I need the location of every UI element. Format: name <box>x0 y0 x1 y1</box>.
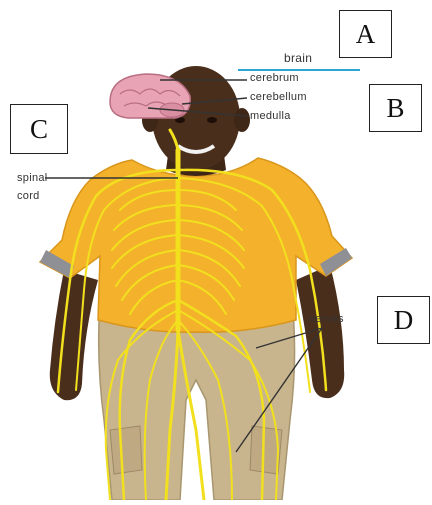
box-d: D <box>377 296 430 344</box>
label-spinal: spinal <box>17 172 48 185</box>
label-brain: brain <box>284 52 312 65</box>
box-a: A <box>339 10 392 58</box>
label-cerebellum: cerebellum <box>250 91 307 104</box>
box-c: C <box>10 104 68 154</box>
label-cord: cord <box>17 190 40 203</box>
label-nerves: nerves <box>309 313 344 326</box>
label-medulla: medulla <box>250 110 291 123</box>
label-cerebrum: cerebrum <box>250 72 299 85</box>
box-b: B <box>369 84 422 132</box>
